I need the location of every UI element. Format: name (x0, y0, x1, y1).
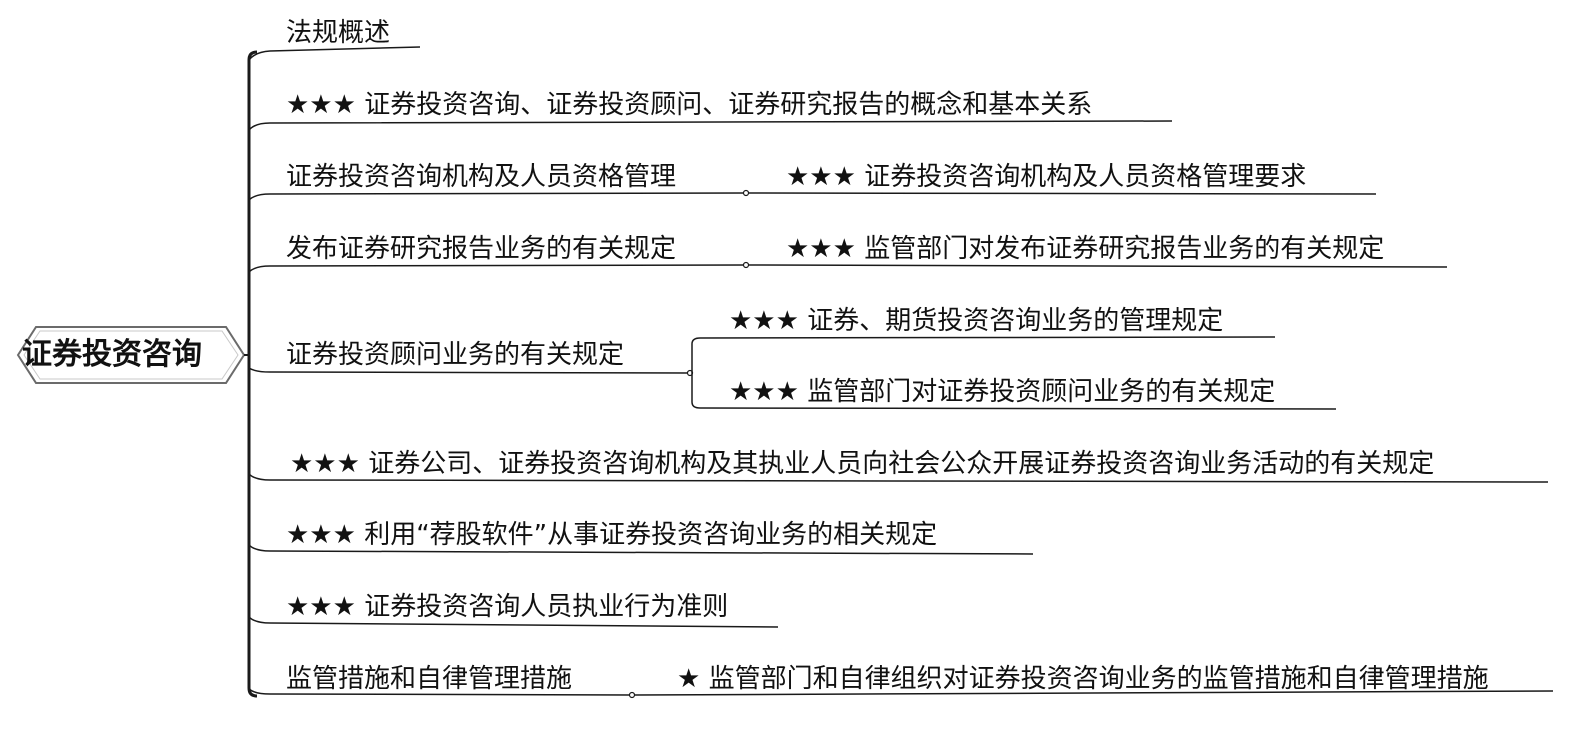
child-node-5-1[interactable]: ★★★ 证券、期货投资咨询业务的管理规定 (729, 306, 1224, 336)
branch-9-joint (628, 691, 636, 699)
root-node-label[interactable]: 证券投资咨询 (22, 337, 202, 372)
branch-node-1[interactable]: 法规概述 (286, 18, 391, 48)
child-node-5-2[interactable]: ★★★ 监管部门对证券投资顾问业务的有关规定 (729, 377, 1276, 407)
branch-underline-4 (248, 264, 747, 273)
branch-underline-9 (248, 688, 633, 696)
child-underline-4-1 (747, 264, 1448, 268)
branch-underline-8 (248, 616, 779, 628)
branch-node-8[interactable]: ★★★ 证券投资咨询人员执业行为准则 (286, 592, 729, 622)
branch-3-joint (742, 189, 750, 197)
child-node-3-1[interactable]: ★★★ 证券投资咨询机构及人员资格管理要求 (786, 162, 1307, 192)
branch-node-2[interactable]: ★★★ 证券投资咨询、证券投资顾问、证券研究报告的概念和基本关系 (286, 90, 1093, 120)
main-trunk (247, 50, 258, 698)
branch-underline-2 (248, 120, 1173, 131)
branch-5-sub-bracket (691, 336, 1337, 410)
branch-underline-6 (248, 473, 1549, 483)
branch-node-9[interactable]: 监管措施和自律管理措施 (286, 664, 573, 694)
branch-node-4[interactable]: 发布证券研究报告业务的有关规定 (286, 234, 677, 264)
branch-node-7[interactable]: ★★★ 利用“荐股软件”从事证券投资咨询业务的相关规定 (286, 520, 938, 550)
child-underline-3-1 (747, 192, 1377, 195)
branch-underline-1 (248, 46, 421, 61)
child-node-4-1[interactable]: ★★★ 监管部门对发布证券研究报告业务的有关规定 (786, 234, 1385, 264)
root-node-inner-shape (23, 330, 239, 380)
branch-node-3[interactable]: 证券投资咨询机构及人员资格管理 (286, 162, 677, 192)
branch-underline-3 (248, 192, 747, 201)
child-node-9-1[interactable]: ★ 监管部门和自律组织对证券投资咨询业务的监管措施和自律管理措施 (677, 664, 1489, 694)
child-underline-9-1 (633, 690, 1554, 696)
branch-4-joint (742, 261, 750, 269)
branch-underline-7 (248, 544, 1034, 555)
branch-underline-5 (248, 367, 691, 374)
branch-node-5[interactable]: 证券投资顾问业务的有关规定 (286, 340, 625, 370)
branch-node-6[interactable]: ★★★ 证券公司、证券投资咨询机构及其执业人员向社会公众开展证券投资咨询业务活动… (290, 449, 1435, 479)
